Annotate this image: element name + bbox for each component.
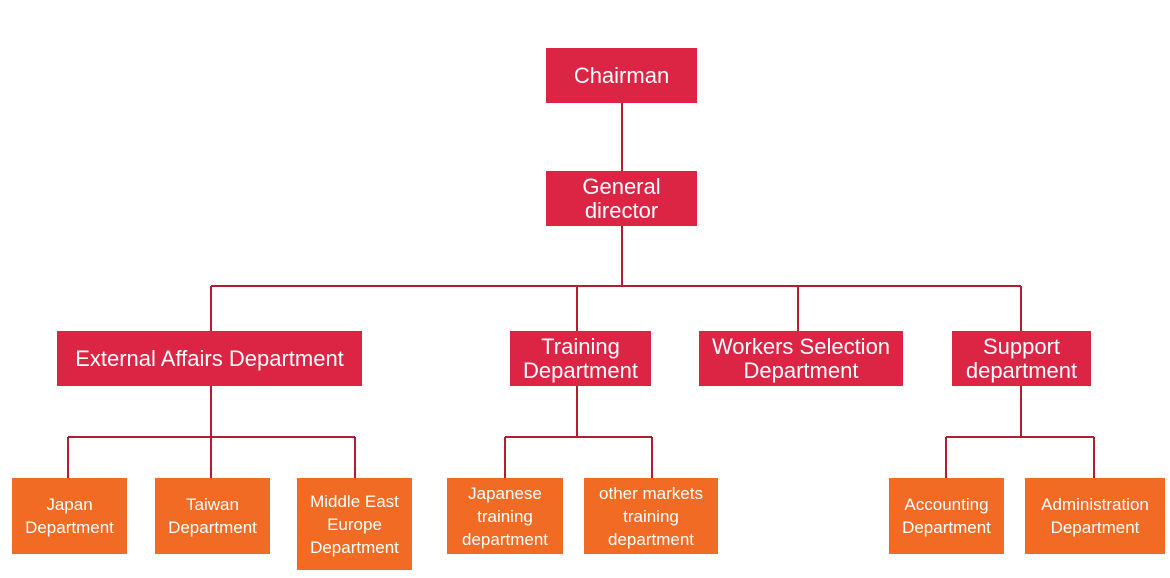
japanese-training-department-box: Japanese training department: [447, 478, 563, 554]
japan-department-label: Japan Department: [25, 495, 114, 537]
other-markets-training-department-label: other markets training department: [599, 483, 703, 549]
other-markets-training-department-box: other markets training department: [584, 478, 718, 554]
chairman-box: Chairman: [546, 48, 697, 103]
taiwan-department-label: Taiwan Department: [168, 495, 257, 537]
general-director-box: General director: [546, 171, 697, 226]
japan-department-box: Japan Department: [12, 478, 127, 554]
accounting-department-label: Accounting Department: [902, 495, 991, 537]
support-label: Support department: [965, 333, 1078, 383]
taiwan-department-box: Taiwan Department: [155, 478, 270, 554]
accounting-department-box: Accounting Department: [889, 478, 1004, 554]
chairman-label: Chairman: [573, 62, 670, 88]
japanese-training-department-label: Japanese training department: [462, 483, 548, 549]
external-affairs-label: External Affairs Department: [75, 345, 344, 371]
administration-department-label: Administration Department: [1041, 495, 1149, 537]
training-box: Training Department: [510, 331, 651, 386]
workers-selection-label: Workers Selection Department: [711, 333, 891, 383]
middle-east-europe-department-box: Middle East Europe Department: [297, 478, 412, 570]
external-affairs-box: External Affairs Department: [57, 331, 362, 386]
training-label: Training Department: [523, 333, 638, 383]
support-box: Support department: [952, 331, 1091, 386]
general-director-label: General director: [582, 173, 661, 223]
administration-department-box: Administration Department: [1025, 478, 1165, 554]
middle-east-europe-department-label: Middle East Europe Department: [310, 491, 399, 557]
workers-selection-box: Workers Selection Department: [699, 331, 903, 386]
